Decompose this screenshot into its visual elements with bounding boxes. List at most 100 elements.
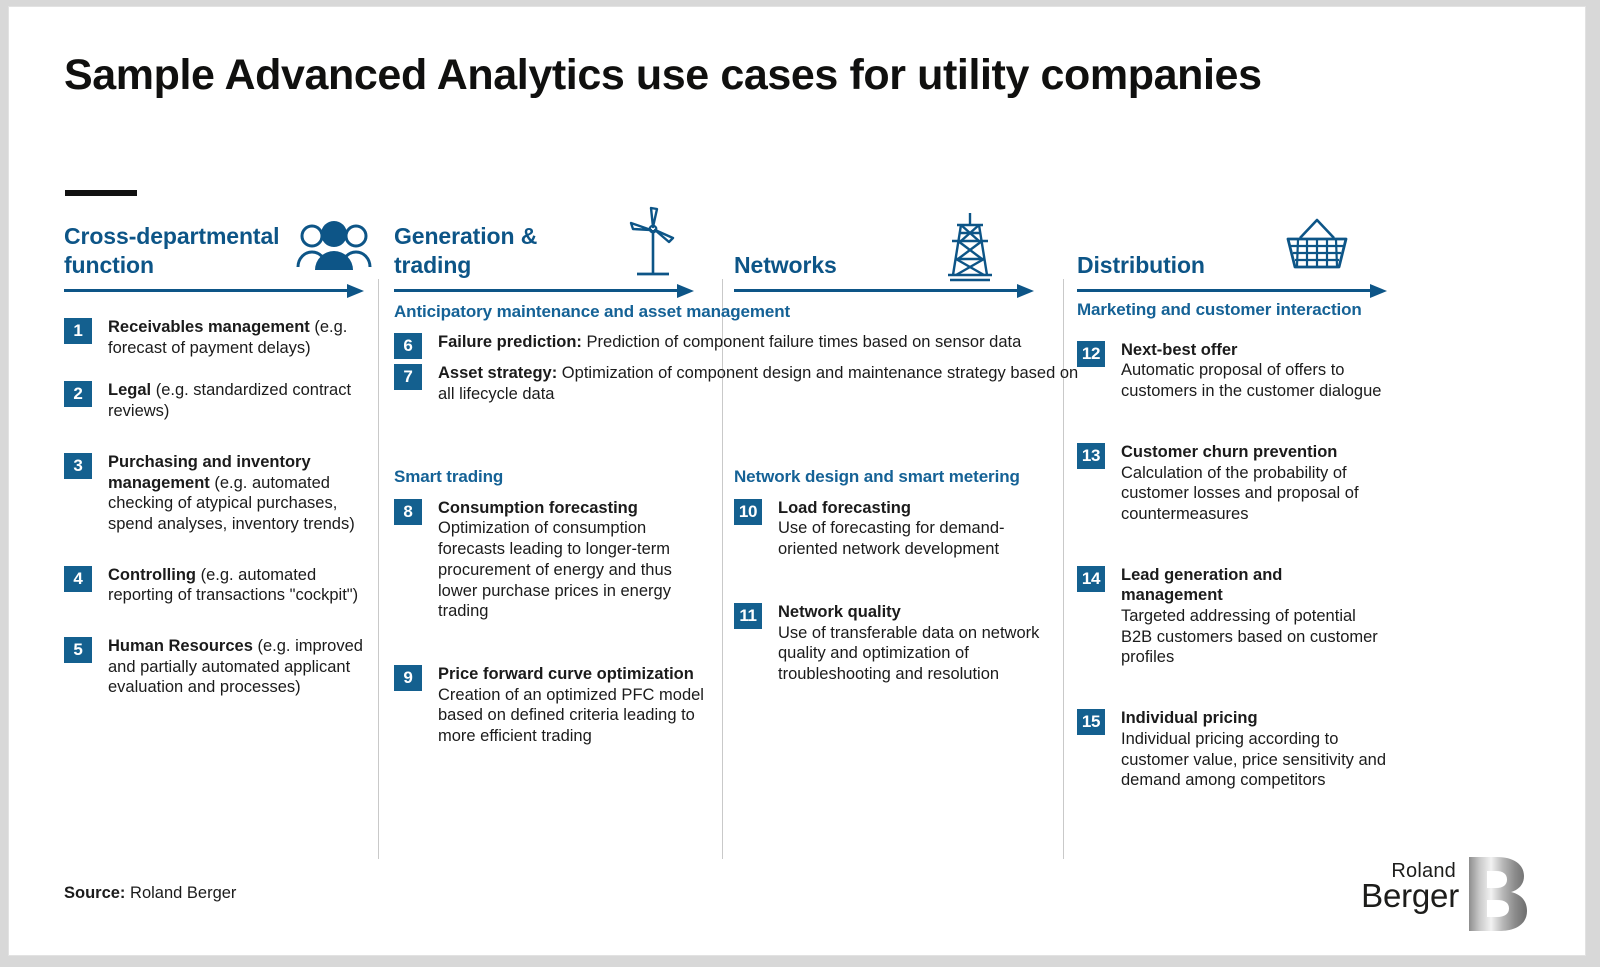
item-lead: Load forecasting [778, 498, 911, 517]
item-number-badge: 15 [1077, 709, 1105, 736]
column-header: Generation & trading [394, 206, 706, 298]
item-rest: Calculation of the probability of custom… [1121, 463, 1359, 523]
column-header-label: Distribution [1077, 251, 1205, 278]
page-title: Sample Advanced Analytics use cases for … [64, 51, 1262, 99]
item-rest: Prediction of component failure times ba… [581, 332, 1022, 351]
column-header: Cross-departmental function [64, 212, 374, 298]
list-item: 4 Controlling (e.g. automated reporting … [64, 565, 374, 606]
section-subhead: Network design and smart metering [734, 467, 1020, 486]
item-rest: Individual pricing according to customer… [1121, 729, 1387, 790]
item-number-badge: 5 [64, 637, 92, 664]
item-lead: Customer churn prevention [1121, 442, 1338, 461]
item-lead: Receivables management [108, 318, 310, 336]
people-group-icon [296, 220, 372, 277]
item-lead: Asset strategy: [438, 364, 558, 383]
item-number-badge: 14 [1077, 565, 1105, 592]
item-lead: Lead generation and management [1121, 565, 1283, 605]
item-number-badge: 6 [394, 332, 422, 359]
list-item: 1 Receivables management (e.g. forecast … [64, 317, 374, 358]
title-underline-rule [65, 190, 137, 196]
roland-berger-logo: Roland Berger [1361, 855, 1529, 935]
column-divider-2 [722, 279, 723, 859]
item-lead: Individual pricing [1121, 709, 1258, 728]
item-rest: (e.g. standardized contract reviews) [108, 381, 352, 421]
section-subhead: Anticipatory maintenance and asset manag… [394, 302, 791, 321]
item-rest: (e.g. automated reporting of transaction… [108, 565, 359, 605]
item-number-badge: 1 [64, 318, 92, 344]
infographic-canvas: Sample Advanced Analytics use cases for … [8, 6, 1586, 956]
item-number-badge: 13 [1077, 442, 1105, 469]
column-body: 1 Receivables management (e.g. forecast … [64, 317, 374, 698]
column-distribution: Distribution [1077, 212, 1397, 789]
item-rest: Optimization of consumption forecasts le… [438, 519, 672, 621]
list-item: 6 Failure prediction: Prediction of comp… [394, 332, 1098, 359]
column-cross-departmental-function: Cross-departmental function 1 Receiv [64, 212, 374, 696]
item-rest: (e.g. improved and partially automated a… [108, 637, 363, 697]
item-rest: (e.g. automated checking of atypical pur… [108, 473, 355, 533]
column-body: Anticipatory maintenance and asset manag… [394, 302, 1078, 405]
column-header: Networks [734, 212, 1054, 298]
item-lead: Controlling [108, 565, 196, 584]
item-number-badge: 3 [64, 452, 92, 479]
column-header-label: Generation & trading [394, 222, 538, 278]
column-header-label: Networks [734, 251, 837, 278]
item-rest: Use of forecasting for demand-oriented n… [778, 519, 1005, 559]
column-body: Marketing and customer interaction 12 Ne… [1077, 300, 1387, 791]
item-lead: Legal [108, 381, 152, 400]
column-arrow [394, 284, 694, 298]
item-rest: Optimization of component design and mai… [438, 364, 1079, 404]
column-divider-1 [378, 279, 379, 859]
section-subhead: Marketing and customer interaction [1077, 300, 1362, 319]
item-number-badge: 9 [394, 664, 422, 691]
source-note: Source: Roland Berger [64, 884, 236, 903]
item-number-badge: 2 [64, 381, 92, 408]
column-generation-and-trading: Generation & trading Anticipatory mainte… [394, 206, 1078, 745]
column-arrow [64, 284, 364, 298]
logo-line-berger: Berger [1361, 877, 1459, 914]
logo-b-mark [1467, 855, 1529, 933]
list-item: 7 Asset strategy: Optimization of compon… [394, 363, 1098, 404]
column-arrow [1077, 284, 1387, 298]
power-pylon-icon [939, 209, 1001, 288]
item-number-badge: 7 [394, 364, 422, 391]
column-divider-3 [1063, 279, 1064, 859]
column-arrow [734, 284, 1034, 298]
item-lead: Purchasing and inventory management [108, 452, 311, 492]
list-item: 5 Human Resources (e.g. improved and par… [64, 636, 374, 698]
list-item: 3 Purchasing and inventory management (e… [64, 452, 374, 535]
item-lead: Human Resources [108, 637, 253, 656]
item-lead: Price forward curve optimization [438, 664, 694, 683]
column-header: Distribution [1077, 212, 1397, 298]
item-number-badge: 10 [734, 498, 762, 525]
item-rest: Creation of an optimized PFC model based… [438, 685, 704, 746]
source-label: Source: [64, 884, 126, 902]
column-body: Network design and smart metering 10 Loa… [734, 467, 1056, 685]
item-number-badge: 12 [1077, 340, 1105, 367]
item-number-badge: 11 [734, 602, 762, 629]
item-rest: Use of transferable data on network qual… [778, 623, 1040, 683]
item-lead: Network quality [778, 602, 901, 621]
logo-line-roland: Roland [1391, 860, 1456, 882]
source-value: Roland Berger [125, 884, 237, 902]
column-networks: Networks [734, 212, 1054, 683]
item-number-badge: 8 [394, 498, 422, 525]
wind-turbine-icon [620, 204, 686, 289]
item-rest: (e.g. forecast of payment delays) [108, 318, 348, 357]
item-rest: Automatic proposal of offers to customer… [1121, 361, 1382, 401]
item-lead: Failure prediction: [438, 332, 582, 351]
section-subhead: Smart trading [394, 467, 504, 486]
item-number-badge: 4 [64, 565, 92, 592]
column-header-label: Cross-departmental function [64, 222, 280, 278]
list-item: 2 Legal (e.g. standardized contract revi… [64, 380, 374, 421]
shopping-basket-icon [1282, 217, 1354, 282]
item-rest: Targeted addressing of potential B2B cus… [1121, 607, 1378, 667]
